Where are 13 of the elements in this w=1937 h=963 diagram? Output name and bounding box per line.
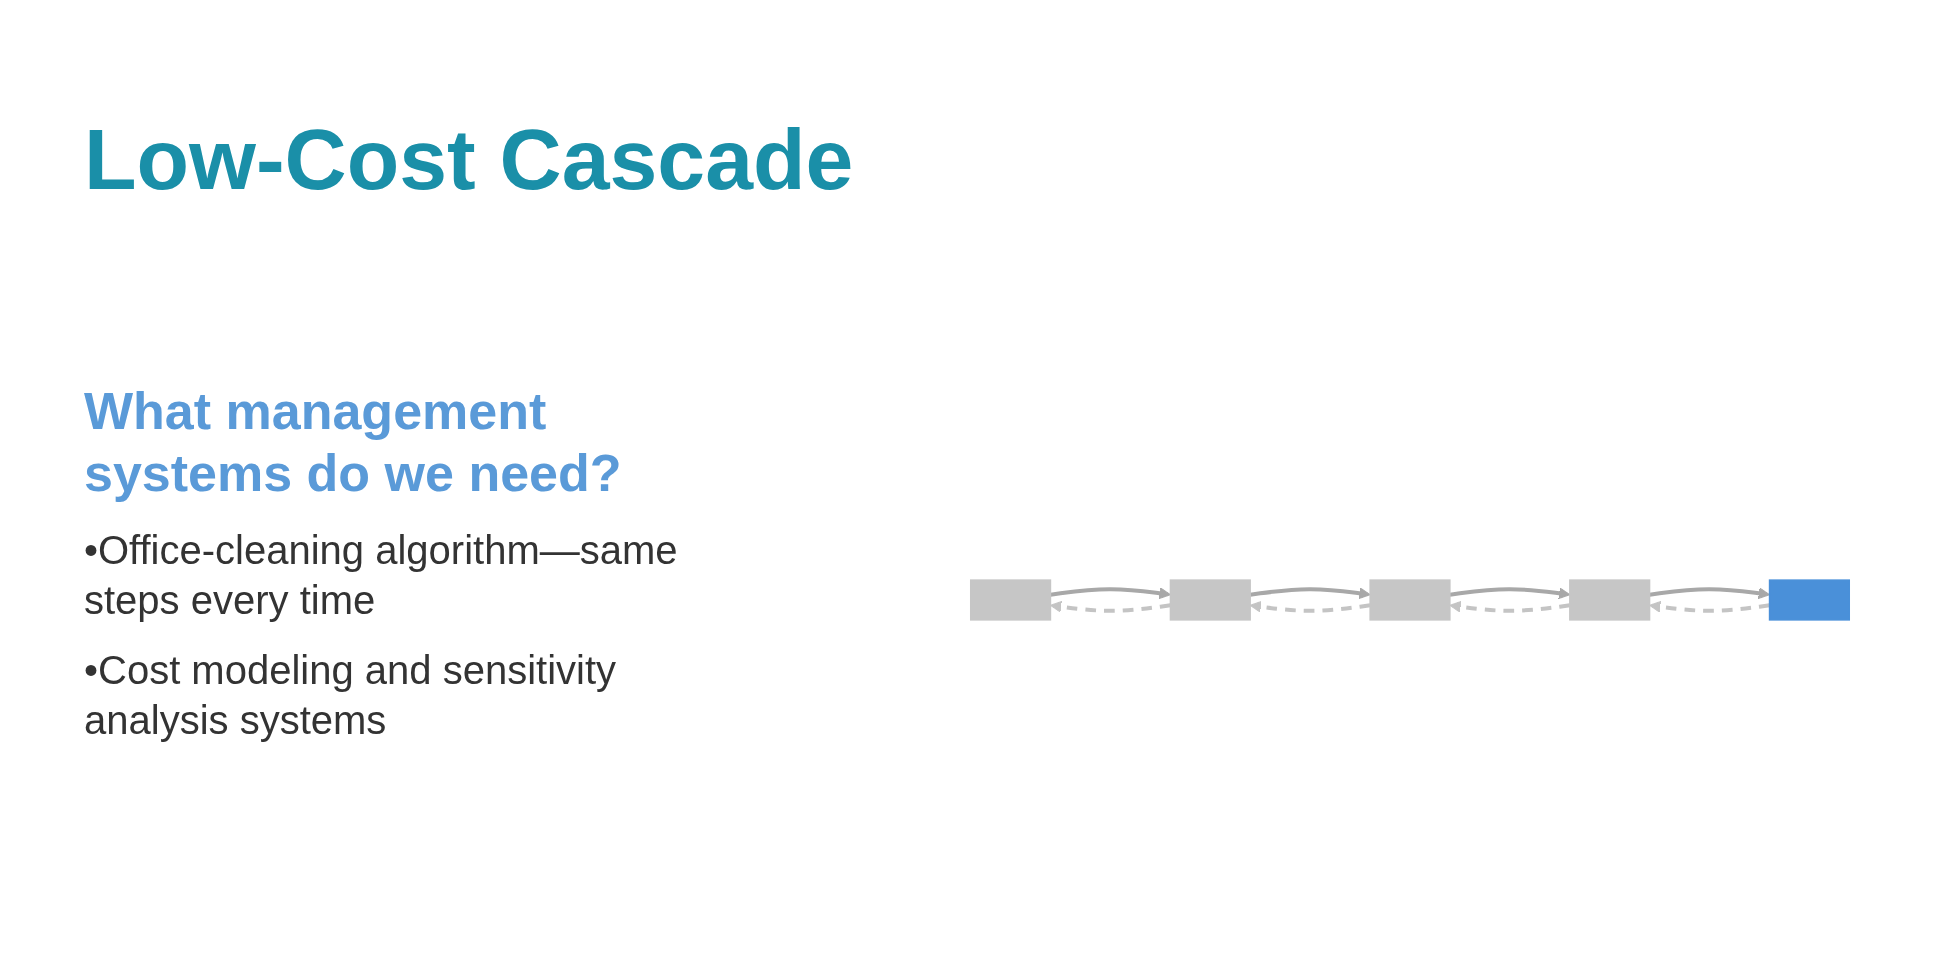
bullet-text: •Cost modeling and sensitivity analysis systems bbox=[84, 646, 618, 744]
node-box bbox=[1768, 579, 1850, 621]
node-box bbox=[1569, 579, 1651, 621]
arrow bbox=[1050, 587, 1171, 600]
arrow bbox=[1649, 600, 1770, 613]
arrow bbox=[1050, 600, 1171, 613]
section-heading: What management systems do we need? bbox=[84, 381, 623, 505]
bullet-text: •Office-cleaning algorithm—same steps every time bbox=[84, 526, 679, 624]
node-box bbox=[1169, 579, 1251, 621]
arrow bbox=[1649, 587, 1770, 600]
node-box bbox=[970, 579, 1052, 621]
slide-title: Low-Cost Cascade bbox=[84, 110, 854, 209]
node-box bbox=[1369, 579, 1451, 621]
